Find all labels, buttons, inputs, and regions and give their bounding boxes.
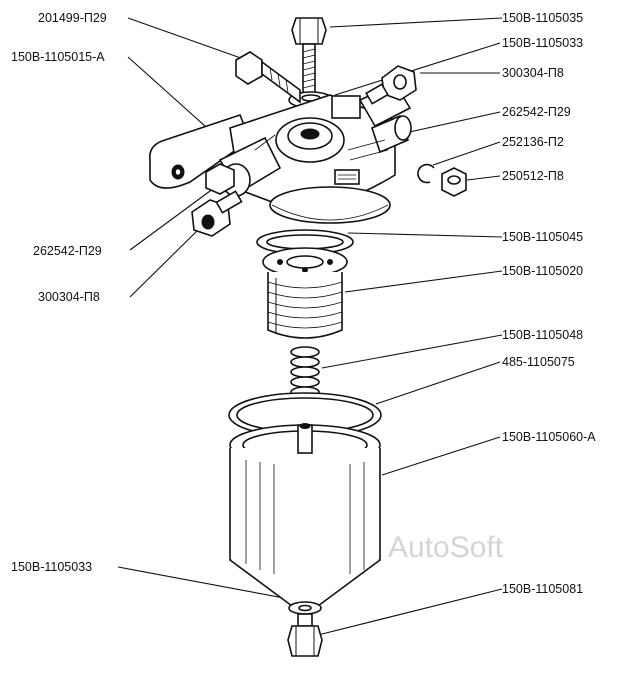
- part-labels: 201499-П29 150В-1105035 150В-1105033 150…: [11, 11, 596, 596]
- leader-250512-p8: [466, 175, 501, 181]
- label-300304-p8-left: 300304-П8: [38, 290, 100, 304]
- watermark-text: AutoSoft: [388, 531, 504, 564]
- label-150v-1105033-top: 150В-1105033: [502, 36, 583, 50]
- label-150v-1105045: 150В-1105045: [502, 230, 583, 244]
- label-150v-1105048: 150В-1105048: [502, 328, 583, 342]
- fitting-lower-left: [191, 190, 243, 237]
- leader-262542-p29-right: [404, 111, 501, 134]
- leader-252136-p2: [432, 141, 501, 166]
- filter-bowl: [229, 423, 381, 607]
- filter-element: [262, 247, 348, 339]
- top-bolt: [291, 17, 327, 95]
- label-150v-1105081: 150В-1105081: [502, 582, 583, 596]
- spring: [290, 346, 320, 408]
- drain-plug: [287, 613, 323, 657]
- label-252136-p2: 252136-П2: [502, 135, 564, 149]
- label-150v-1105035: 150В-1105035: [502, 11, 583, 25]
- label-150v-1105060-a: 150В-1105060-А: [502, 430, 596, 444]
- head-gasket: [256, 229, 354, 255]
- label-250512-p8: 250512-П8: [502, 169, 564, 183]
- leader-150v-1105035: [329, 17, 503, 28]
- leader-150v-1105015-a: [127, 56, 216, 136]
- label-262542-p29-right: 262542-П29: [502, 105, 571, 119]
- label-150v-1105033-bottom: 150В-1105033: [11, 560, 92, 574]
- side-bolt: [235, 51, 301, 104]
- nut-left: [205, 163, 235, 195]
- leader-300304-p8-left: [129, 227, 201, 298]
- leader-485-1105075: [375, 361, 501, 405]
- leader-262542-p29-left: [129, 179, 226, 251]
- leader-150v-1105081: [317, 588, 503, 636]
- leader-150v-1105033-bottom: [117, 566, 301, 602]
- label-150v-1105020: 150В-1105020: [502, 264, 583, 278]
- leader-lines: [117, 17, 503, 636]
- label-262542-p29-left: 262542-П29: [33, 244, 102, 258]
- label-201499-p29: 201499-П29: [38, 11, 107, 25]
- bottom-washer: [288, 601, 322, 615]
- leader-150v-1105033-top: [334, 42, 501, 96]
- leader-150v-1105045: [347, 232, 503, 238]
- label-150v-1105015-a: 150В-1105015-А: [11, 50, 105, 64]
- leader-150v-1105048: [321, 334, 503, 369]
- label-300304-p8-right: 300304-П8: [502, 66, 564, 80]
- filter-head: [148, 82, 412, 224]
- bowl-gasket: [228, 392, 382, 438]
- snap-ring: [417, 163, 435, 184]
- leader-150v-1105020: [344, 270, 503, 293]
- fitting-upper-right: [365, 65, 417, 105]
- nut-right: [441, 167, 467, 197]
- label-485-1105075: 485-1105075: [502, 355, 575, 369]
- leader-150v-1105060-a: [381, 436, 501, 476]
- leader-201499-p29: [127, 17, 253, 63]
